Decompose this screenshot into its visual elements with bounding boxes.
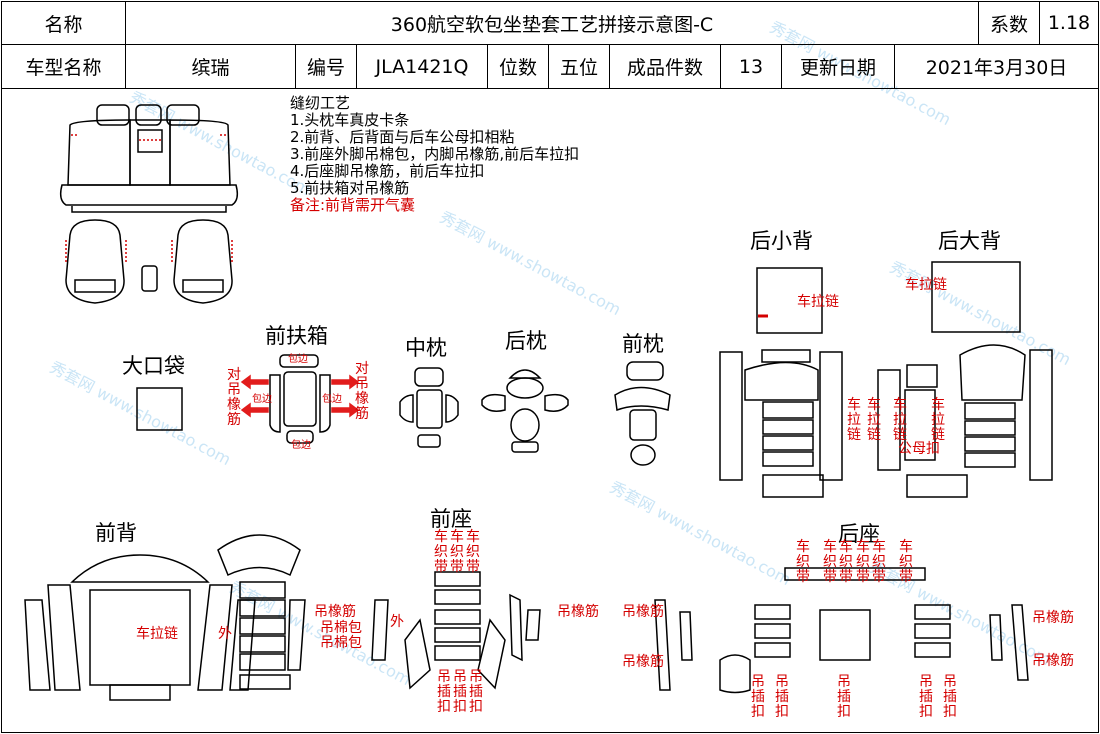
seat-overview-diagram <box>59 104 239 304</box>
rear-small-back-pieces <box>719 267 843 498</box>
notes-item: 2.前背、后背面与后车公母扣相粘 <box>290 128 515 146</box>
notes-item: 1.头枕车真皮卡条 <box>290 111 410 129</box>
elastic-annotation: 吊橡筋 <box>314 604 356 620</box>
cotton-annotation: 吊棉包 <box>320 620 362 636</box>
binding-annotation: 包边 <box>252 394 272 405</box>
binding-annotation: 包边 <box>291 440 311 451</box>
front-pillow-pieces <box>614 361 671 466</box>
zipper-annotation: 车拉链 <box>847 397 861 443</box>
elastic-annotation: 吊橡筋 <box>1032 653 1074 669</box>
rear-big-back-label: 后大背 <box>938 229 1001 253</box>
buckle-annotation: 吊插扣 <box>837 674 851 720</box>
rear-seat-pieces <box>654 567 1029 694</box>
webbing-annotation: 车织带 <box>466 529 480 575</box>
outer-annotation: 外 <box>390 614 404 630</box>
elastic-annotation: 吊橡筋 <box>622 654 664 670</box>
buckle-annotation: 吊插扣 <box>453 669 467 715</box>
rear-big-back-pieces <box>877 261 1053 498</box>
overview-red-markers <box>65 134 233 262</box>
notes-title: 缝纫工艺 <box>290 94 351 112</box>
zipper-annotation: 车拉链 <box>905 277 947 293</box>
webbing-annotation: 车织带 <box>434 529 448 575</box>
snap-button-annotation: 公母扣 <box>898 441 940 457</box>
sewing-notes: 缝纫工艺 1.头枕车真皮卡条 2.前背、后背面与后车公母扣相粘 3.前座外脚吊棉… <box>290 95 579 214</box>
buckle-annotation: 吊插扣 <box>943 674 957 720</box>
webbing-annotation: 车织带 <box>450 529 464 575</box>
notes-item: 4.后座脚吊橡筋，前后车拉扣 <box>290 162 485 180</box>
zipper-annotation: 车拉链 <box>867 397 881 443</box>
rear-seat-label: 后座 <box>838 522 880 546</box>
rear-small-back-label: 后小背 <box>750 229 813 253</box>
buckle-annotation: 吊插扣 <box>919 674 933 720</box>
front-armrest-label: 前扶箱 <box>265 324 328 348</box>
middle-pillow-label: 中枕 <box>405 336 447 360</box>
front-armrest-pieces <box>269 354 331 444</box>
front-seat-label: 前座 <box>430 507 472 531</box>
big-pocket-label: 大口袋 <box>122 354 185 378</box>
rear-pillow-label: 后枕 <box>505 329 547 353</box>
elastic-annotation: 吊橡筋 <box>1032 610 1074 626</box>
webbing-annotation: 车织带 <box>856 539 870 585</box>
zipper-annotation: 车拉链 <box>136 626 178 642</box>
armrest-right-annotation: 对吊橡筋 <box>355 361 369 422</box>
buckle-annotation: 吊插扣 <box>751 674 765 720</box>
armrest-arrows <box>240 374 360 418</box>
front-seat-pieces <box>404 571 541 690</box>
outer-annotation: 外 <box>218 626 232 642</box>
buckle-annotation: 吊插扣 <box>775 674 789 720</box>
notes-remark: 备注:前背需开气囊 <box>290 196 416 214</box>
binding-annotation: 包边 <box>322 394 342 405</box>
zipper-annotation: 车拉链 <box>797 294 839 310</box>
webbing-annotation: 车织带 <box>899 539 913 585</box>
elastic-annotation: 吊橡筋 <box>622 604 664 620</box>
webbing-annotation: 车织带 <box>872 539 886 585</box>
binding-annotation: 包边 <box>288 354 308 365</box>
zipper-annotation: 车拉链 <box>893 397 907 443</box>
webbing-annotation: 车织带 <box>839 539 853 585</box>
big-pocket-piece <box>136 387 183 431</box>
armrest-left-annotation: 对吊橡筋 <box>227 367 241 428</box>
webbing-annotation: 车织带 <box>823 539 837 585</box>
front-pillow-label: 前枕 <box>622 332 664 356</box>
zipper-annotation: 车拉链 <box>931 397 945 443</box>
notes-item: 5.前扶箱对吊橡筋 <box>290 179 410 197</box>
buckle-annotation: 吊插扣 <box>437 669 451 715</box>
webbing-annotation: 车织带 <box>796 539 810 585</box>
middle-pillow-pieces <box>399 367 459 448</box>
notes-item: 3.前座外脚吊棉包，内脚吊橡筋,前后车拉扣 <box>290 145 580 163</box>
elastic-annotation: 吊橡筋 <box>557 604 599 620</box>
cotton-annotation: 吊棉包 <box>320 635 362 651</box>
front-back-pieces <box>24 534 389 701</box>
front-back-label: 前背 <box>95 521 137 545</box>
date-value: 2021年3月30日 <box>894 44 1099 89</box>
buckle-annotation: 吊插扣 <box>469 669 483 715</box>
rear-pillow-pieces <box>481 369 569 453</box>
